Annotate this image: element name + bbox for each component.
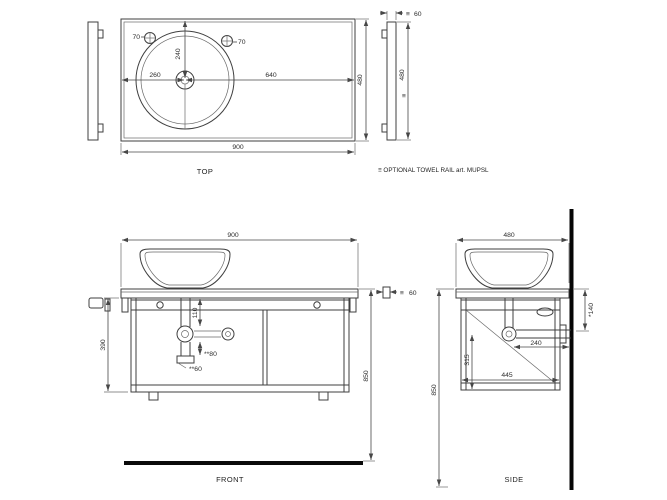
dim-tap-right-label: 70 bbox=[238, 39, 246, 46]
dim-basin-to-right: 640 bbox=[186, 72, 354, 83]
dim-side-480-label: 480 bbox=[503, 232, 515, 239]
dim-outlet-distance: 240 bbox=[514, 340, 569, 350]
dim-side-850-label: 850 bbox=[431, 384, 438, 396]
dim-tap-hole-left: 70 bbox=[132, 34, 145, 41]
dim-front-900-label: 900 bbox=[227, 232, 239, 239]
counter-front-view bbox=[120, 288, 359, 299]
dim-trap-a: **80 bbox=[197, 342, 217, 358]
side-view-label: SIDE bbox=[504, 475, 523, 484]
counter-side-view bbox=[455, 288, 570, 299]
drain-trap-front bbox=[176, 298, 235, 364]
dim-rail-length: 480 ≡ bbox=[397, 21, 411, 141]
dim-315-label: 315 bbox=[464, 354, 471, 366]
basin-side-view bbox=[464, 248, 554, 289]
dim-80-label: **80 bbox=[204, 351, 217, 358]
dim-640-label: 640 bbox=[265, 72, 277, 79]
dim-frame-depth: 445 bbox=[462, 372, 559, 383]
pipe-clamp bbox=[221, 327, 235, 341]
dim-tap-hole-right: 70 bbox=[233, 39, 246, 46]
dim-top-depth: 480 bbox=[356, 18, 369, 142]
rail-socket bbox=[536, 307, 554, 317]
towel-rail-bar bbox=[386, 21, 397, 141]
dim-tap-left-label: 70 bbox=[132, 34, 140, 41]
dim-frame-height: 390 bbox=[100, 297, 128, 393]
dim-240-label: 240 bbox=[175, 48, 182, 60]
dim-rail-thickness: ≡ 60 bbox=[380, 10, 422, 20]
dim-445-label: 445 bbox=[501, 372, 513, 379]
dim-rail-drop: *140 bbox=[574, 288, 595, 332]
towel-rail-note: ≡ OPTIONAL TOWEL RAIL art. MUPSL bbox=[378, 167, 489, 174]
side-view: 480 315 bbox=[431, 209, 595, 490]
tap-hole-left bbox=[144, 32, 156, 44]
dim-900-label: 900 bbox=[232, 144, 244, 151]
dim-390-label: 390 bbox=[100, 339, 107, 351]
towel-rail-top-view bbox=[87, 21, 104, 141]
dim-60-label: **60 bbox=[189, 366, 202, 373]
basin-front-view bbox=[139, 248, 231, 289]
countertop-outline bbox=[120, 18, 356, 142]
wall-outlet-flange bbox=[559, 324, 567, 344]
rail-symbol-side: ≡ bbox=[402, 93, 406, 100]
wall-bracket-right bbox=[349, 297, 357, 313]
dim-drain-offset: 110 bbox=[192, 299, 203, 326]
wall-bracket-left bbox=[121, 297, 129, 313]
front-rail-symbol: ≡ bbox=[400, 290, 404, 297]
drain-side-view bbox=[501, 298, 571, 344]
frame-side-view bbox=[460, 297, 561, 391]
dim-trap-b: **60 bbox=[177, 362, 202, 373]
tap-hole-right bbox=[221, 35, 233, 47]
floor-line bbox=[124, 461, 363, 465]
dim-side-total-height: 850 bbox=[431, 288, 454, 488]
foot-left bbox=[148, 391, 159, 401]
dim-240-outlet-label: 240 bbox=[530, 340, 542, 347]
frame-front-view bbox=[130, 297, 350, 401]
dim-110-label: 110 bbox=[192, 307, 199, 318]
dim-drain-height: 315 bbox=[464, 335, 475, 389]
dim-front-width: 900 bbox=[120, 232, 359, 287]
dim-side-depth: 480 bbox=[455, 232, 570, 287]
foot-right bbox=[318, 391, 329, 401]
rail-symbol-top: ≡ bbox=[406, 11, 410, 18]
dim-140-label: *140 bbox=[588, 303, 595, 317]
dim-260-label: 260 bbox=[149, 72, 161, 79]
dim-rail-480-label: 480 bbox=[399, 69, 406, 81]
dim-basin-from-back: 240 bbox=[175, 21, 188, 78]
towel-rail-detail: ≡ 60 480 ≡ ≡ OPTIONAL TOWEL RAIL art. MU… bbox=[378, 10, 489, 174]
frame-hole-left bbox=[156, 301, 164, 309]
front-rail-60-label: 60 bbox=[409, 290, 417, 297]
dim-front-850-label: 850 bbox=[363, 370, 370, 382]
dim-rail-60-label: 60 bbox=[414, 11, 422, 18]
towel-rail-front-right: ≡ 60 bbox=[376, 286, 417, 299]
dim-front-total-height: 850 bbox=[359, 288, 375, 462]
towel-rail-front-left bbox=[88, 297, 111, 312]
dim-top-width: 900 bbox=[120, 143, 356, 155]
frame-hole-right bbox=[313, 301, 321, 309]
dim-basin-from-left: 260 bbox=[122, 72, 184, 83]
top-view: 70 70 240 260 640 480 900 bbox=[87, 18, 369, 176]
dim-480-label: 480 bbox=[357, 74, 364, 86]
front-view-label: FRONT bbox=[216, 475, 244, 484]
front-view: 900 bbox=[88, 232, 417, 484]
top-view-label: TOP bbox=[197, 167, 213, 176]
